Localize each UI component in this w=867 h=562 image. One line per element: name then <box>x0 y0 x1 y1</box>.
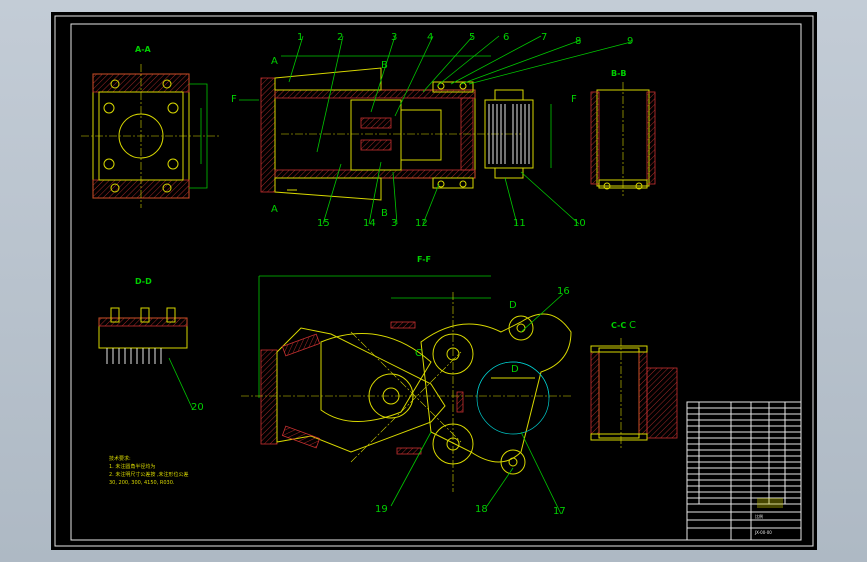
view-bb: B-B <box>590 69 656 196</box>
cut-b-top: B <box>381 60 388 71</box>
title-block-scale-label: 比例 <box>755 513 763 519</box>
section-label-cc: C-C <box>611 321 626 330</box>
inner-frame <box>70 23 802 541</box>
cut-f-left: F <box>231 94 237 105</box>
view-dd: D-D 20 <box>98 277 204 413</box>
part-number-20: 20 <box>191 402 204 413</box>
part-number-11: 11 <box>513 218 526 229</box>
part-number-7: 7 <box>541 32 547 43</box>
part-number-3: 3 <box>391 32 397 43</box>
cut-a-bottom: A <box>271 204 278 215</box>
section-label-aa: A-A <box>135 45 152 54</box>
tech-notes-line1: 1. 未注圆角半径均为 <box>109 463 155 470</box>
part-number-9: 9 <box>627 36 633 47</box>
view-cc: C-C C <box>590 320 678 448</box>
part-number-2: 2 <box>337 32 343 43</box>
part-number-6: 6 <box>503 32 509 43</box>
title-block-drawing-number: JX-00-00 <box>754 530 772 535</box>
part-number-14: 14 <box>363 218 376 229</box>
part-number-12: 12 <box>415 218 428 229</box>
cut-f-right: F <box>571 94 577 105</box>
part-number-10: 10 <box>573 218 586 229</box>
view-main: F F A A <box>231 55 577 215</box>
cut-c1: C <box>415 348 422 359</box>
cut-d-mid: D <box>511 364 519 375</box>
part-number-1: 1 <box>297 32 303 43</box>
view-aa: A-A <box>81 45 219 208</box>
part-leaders: 1 2 3 4 5 6 7 8 9 10 11 12 3 14 15 B B <box>288 32 633 229</box>
tech-notes-title: 技术要求: <box>109 455 131 462</box>
drawing-sheet: A-A F F A A <box>51 12 817 550</box>
section-label-ff: F-F <box>417 255 431 264</box>
section-label-dd: D-D <box>135 277 152 286</box>
cut-c2: C <box>629 320 636 331</box>
part-number-13: 3 <box>391 218 397 229</box>
part-number-15: 15 <box>317 218 330 229</box>
tech-notes-line2: 2. 未注明尺寸公差按 ,未注形位公差 <box>109 471 189 478</box>
cut-b-bottom: B <box>381 208 388 219</box>
part-number-8: 8 <box>575 36 581 47</box>
part-number-17: 17 <box>553 506 566 517</box>
tech-notes-line3: 30, 200, 300, 4150, R030. <box>109 480 175 486</box>
tech-notes: 技术要求: 1. 未注圆角半径均为 2. 未注明尺寸公差按 ,未注形位公差 30… <box>109 455 189 486</box>
section-label-bb: B-B <box>611 69 627 78</box>
part-number-16: 16 <box>557 286 570 297</box>
part-number-4: 4 <box>427 32 433 43</box>
outer-frame <box>54 15 814 547</box>
view-ff: F-F D D C 16 17 <box>241 255 572 517</box>
cut-d-top: D <box>509 300 517 311</box>
part-number-19: 19 <box>375 504 388 515</box>
part-number-18: 18 <box>475 504 488 515</box>
title-block: 比例 JX-00-00 <box>686 401 802 541</box>
part-number-5: 5 <box>469 32 475 43</box>
cut-a-top: A <box>271 56 278 67</box>
mechanical-drawing: A-A F F A A <box>54 15 814 547</box>
